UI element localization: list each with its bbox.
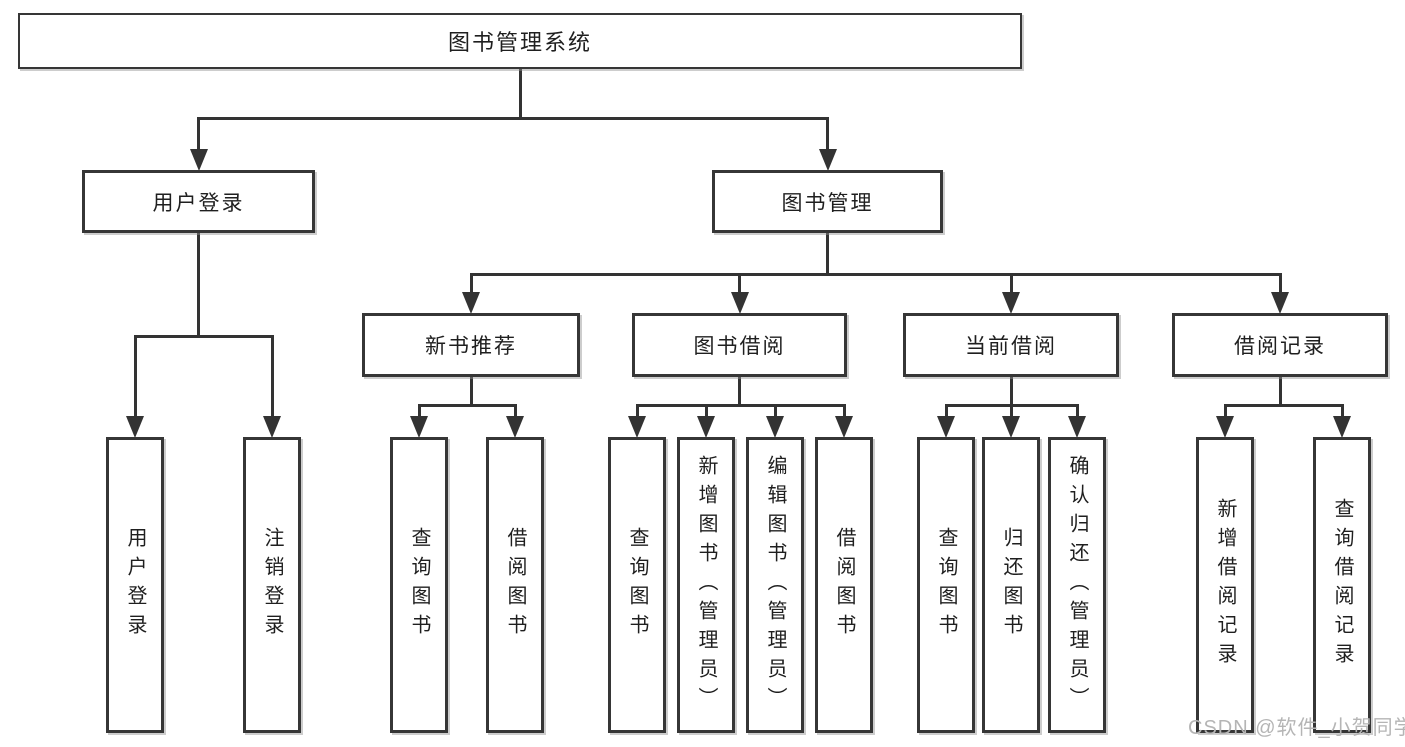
node-label-logout: 注销登录: [261, 527, 283, 643]
arrow-down: [1271, 292, 1289, 314]
node-query-book-1: 查询图书: [390, 437, 448, 733]
arrow-down: [506, 416, 524, 438]
arrow-down: [818, 149, 837, 171]
connector-line: [1223, 404, 1227, 421]
arrow-down: [462, 292, 480, 314]
arrow-down: [697, 416, 715, 438]
node-borrow-book-2: 借阅图书: [815, 437, 873, 733]
arrow-down: [189, 149, 208, 171]
connector-line: [1009, 273, 1013, 297]
node-label-query-borrow-record: 查询借阅记录: [1331, 498, 1353, 672]
node-label-add-borrow-record: 新增借阅记录: [1214, 498, 1236, 672]
connector-line: [704, 404, 708, 421]
node-label-add-book-admin: 新增图书（管理员）: [695, 454, 717, 716]
connector-line: [417, 404, 517, 407]
connector-line: [1009, 404, 1013, 421]
connector-line: [1340, 404, 1344, 421]
node-label-query-book-2: 查询图书: [626, 527, 648, 643]
arrow-down: [1068, 416, 1086, 438]
arrow-down: [1333, 416, 1351, 438]
node-user-login-module: 用户登录: [82, 170, 315, 233]
connector-line: [1278, 376, 1282, 407]
node-query-book-2: 查询图书: [608, 437, 666, 733]
node-user-login: 用户登录: [106, 437, 164, 733]
node-label-borrowing-records: 借阅记录: [1234, 335, 1326, 358]
connector-line: [197, 117, 829, 120]
arrow-down: [1002, 292, 1020, 314]
node-label-query-book-3: 查询图书: [935, 527, 957, 643]
arrow-down: [410, 416, 428, 438]
connector-line: [738, 273, 741, 297]
node-query-borrow-record: 查询借阅记录: [1313, 437, 1371, 733]
connector-line: [635, 404, 639, 421]
arrow-down: [937, 416, 955, 438]
connector-line: [1223, 404, 1344, 407]
node-label-new-book-recommend: 新书推荐: [425, 335, 517, 358]
connector-line: [1278, 273, 1282, 297]
connector-line: [133, 335, 137, 421]
connector-line: [197, 117, 200, 154]
csdn-watermark: CSDN @软件_小贺同学: [1188, 717, 1405, 739]
node-book-borrowing: 图书借阅: [632, 313, 847, 377]
node-book-management: 图书管理: [712, 170, 943, 233]
arrow-down: [126, 416, 144, 438]
connector-line: [773, 404, 777, 421]
node-label-book-management: 图书管理: [781, 191, 874, 215]
node-current-borrowing: 当前借阅: [903, 313, 1119, 377]
node-label-user-login: 用户登录: [124, 527, 146, 643]
arrow-down: [1002, 416, 1020, 438]
connector-line: [1075, 404, 1079, 421]
connector-line: [469, 376, 473, 407]
node-label-borrow-book-1: 借阅图书: [504, 527, 526, 643]
node-label-confirm-return-admin: 确认归还（管理员）: [1066, 454, 1088, 716]
node-confirm-return-admin: 确认归还（管理员）: [1048, 437, 1106, 733]
connector-line: [469, 273, 1282, 276]
connector-line: [469, 273, 473, 297]
node-add-borrow-record: 新增借阅记录: [1196, 437, 1254, 733]
connector-line: [417, 404, 421, 421]
node-label-book-borrowing: 图书借阅: [693, 335, 786, 358]
node-borrow-book-1: 借阅图书: [486, 437, 544, 733]
node-label-edit-book-admin: 编辑图书（管理员）: [764, 454, 786, 716]
arrow-down: [730, 292, 749, 314]
arrow-down: [835, 416, 853, 438]
node-logout: 注销登录: [243, 437, 301, 733]
connector-line: [1009, 376, 1013, 407]
node-label-root: 图书管理系统: [447, 30, 592, 55]
connector-line: [826, 232, 829, 276]
connector-line: [635, 404, 846, 407]
connector-line: [270, 335, 274, 421]
connector-line: [197, 232, 200, 338]
node-label-query-book-1: 查询图书: [408, 527, 430, 643]
connector-line: [133, 335, 274, 338]
node-root: 图书管理系统: [18, 13, 1022, 69]
connector-line: [738, 376, 741, 407]
connector-line: [944, 404, 948, 421]
node-edit-book-admin: 编辑图书（管理员）: [746, 437, 804, 733]
node-query-book-3: 查询图书: [917, 437, 975, 733]
arrow-down: [628, 416, 646, 438]
node-label-user-login-module: 用户登录: [152, 191, 245, 215]
node-add-book-admin: 新增图书（管理员）: [677, 437, 735, 733]
connector-line: [513, 404, 517, 421]
arrow-down: [1216, 416, 1234, 438]
node-new-book-recommend: 新书推荐: [362, 313, 580, 377]
connector-line: [518, 68, 522, 120]
node-label-return-book: 归还图书: [1000, 527, 1022, 643]
arrow-down: [263, 416, 281, 438]
connector-line: [842, 404, 846, 421]
node-label-borrow-book-2: 借阅图书: [833, 527, 855, 643]
arrow-down: [766, 416, 784, 438]
node-borrowing-records: 借阅记录: [1172, 313, 1388, 377]
node-return-book: 归还图书: [982, 437, 1040, 733]
connector-line: [826, 117, 829, 154]
node-label-current-borrowing: 当前借阅: [965, 335, 1057, 358]
